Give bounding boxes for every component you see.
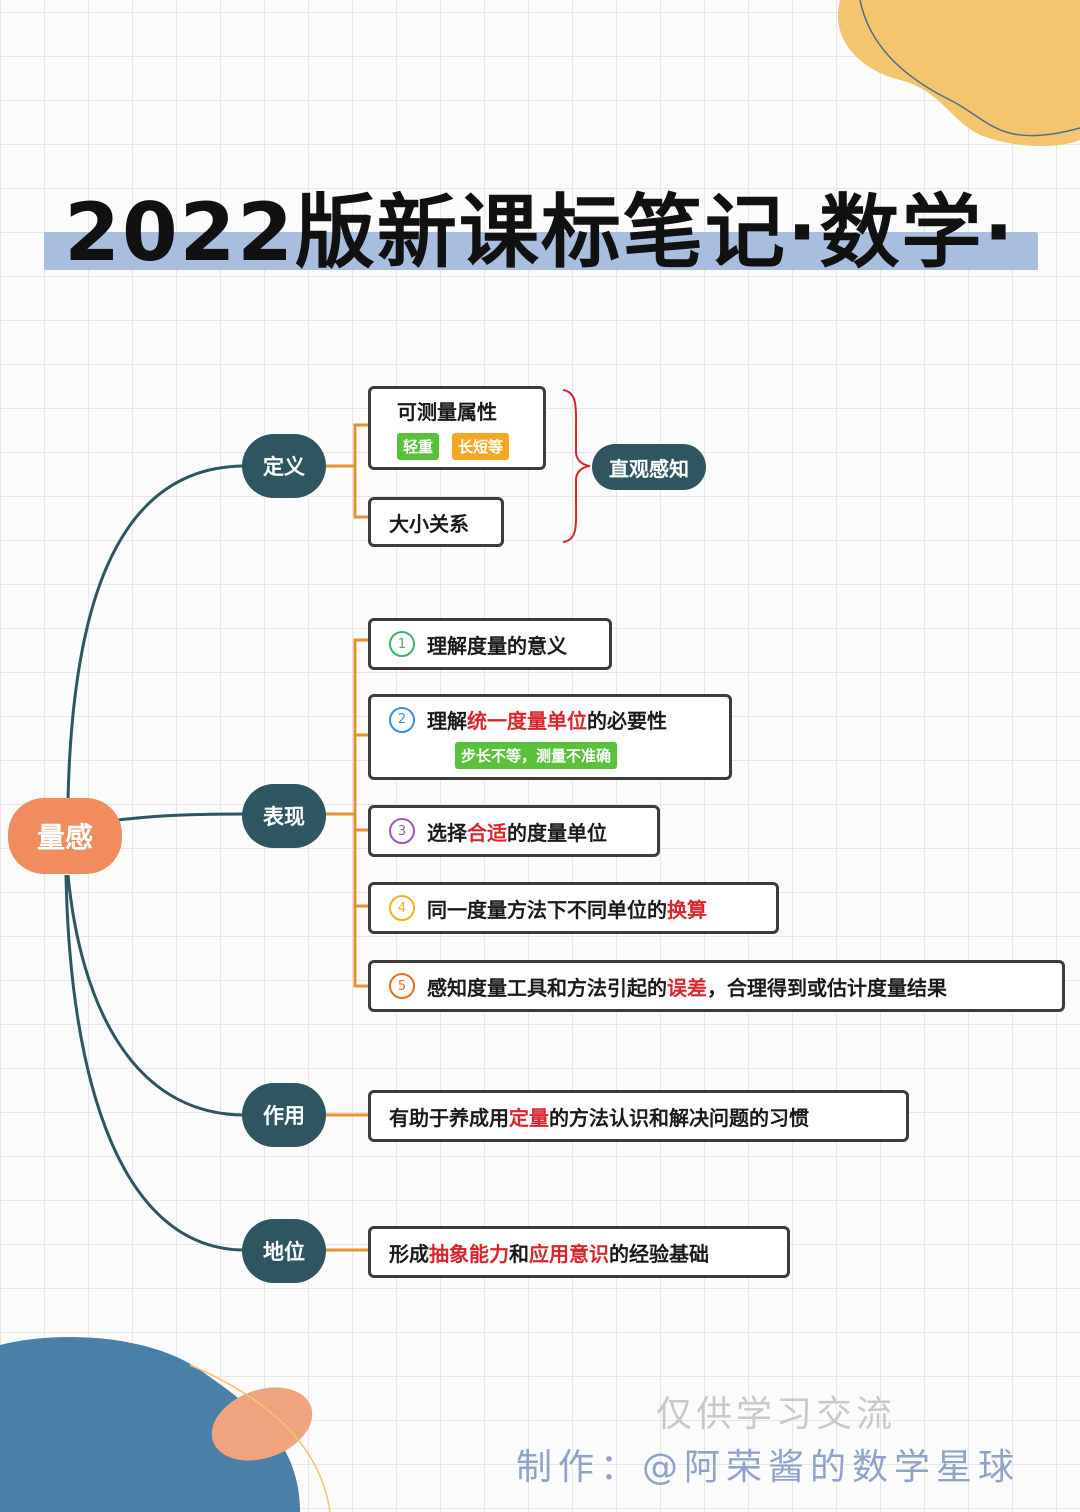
expression-item-5-highlight: 误差 xyxy=(667,975,707,1000)
expression-item-2: 2 理解统一度量单位的必要性 步长不等，测量不准确 xyxy=(368,694,732,780)
expression-item-2-pre: 理解 xyxy=(427,709,467,733)
root-node: 量感 xyxy=(8,798,122,874)
bottom-left-small-blob xyxy=(211,1387,313,1461)
branch-expression: 表现 xyxy=(242,784,326,848)
number-3-icon: 3 xyxy=(389,818,415,844)
expression-item-2-highlight: 统一度量单位 xyxy=(467,709,587,733)
expression-item-3-highlight: 合适 xyxy=(467,820,507,845)
connector-definition-bracket xyxy=(353,423,368,519)
bottom-left-curve xyxy=(189,1364,331,1512)
expression-item-4-highlight: 换算 xyxy=(667,897,707,922)
definition-item-measurable: 可测量属性 轻重 长短等 xyxy=(368,386,546,470)
expression-item-1-text: 理解度量的意义 xyxy=(427,633,567,658)
status-item-highlight-1: 抽象能力 xyxy=(429,1241,509,1266)
status-item: 形成抽象能力和应用意识的经验基础 xyxy=(368,1226,790,1278)
expression-item-4: 4 同一度量方法下不同单位的换算 xyxy=(368,882,779,934)
connector-root-definition xyxy=(66,464,246,801)
branch-status: 地位 xyxy=(242,1219,326,1283)
status-item-post: 的经验基础 xyxy=(609,1241,709,1266)
footer-note: 仅供学习交流 xyxy=(656,1394,897,1435)
connector-root-status xyxy=(64,874,246,1252)
summary-intuitive-perception: 直观感知 xyxy=(592,444,706,490)
summary-brace xyxy=(562,389,591,543)
tag-stride-inaccurate: 步长不等，测量不准确 xyxy=(455,742,618,769)
tag-weight: 轻重 xyxy=(397,433,440,460)
tag-length: 长短等 xyxy=(451,433,509,460)
status-item-mid: 和 xyxy=(509,1241,529,1266)
definition-tags: 轻重 长短等 xyxy=(397,433,509,460)
connector-root-expression xyxy=(117,812,246,822)
footer-credit: 制作：@阿荣酱的数学星球 xyxy=(516,1447,1021,1488)
number-2-icon: 2 xyxy=(389,706,415,733)
expression-item-3-post: 的度量单位 xyxy=(507,820,607,845)
definition-item-size-relation: 大小关系 xyxy=(368,497,504,547)
bottom-left-blob xyxy=(0,1337,300,1512)
expression-item-1: 1 理解度量的意义 xyxy=(368,618,612,670)
top-right-curve xyxy=(859,0,1080,137)
function-item-post: 的方法认识和解决问题的习惯 xyxy=(549,1105,809,1130)
top-right-blob xyxy=(838,0,1080,147)
expression-item-3: 3 选择合适的度量单位 xyxy=(368,805,660,857)
definition-item-measurable-label: 可测量属性 xyxy=(397,400,497,424)
expression-item-2-tag-row: 步长不等，测量不准确 xyxy=(455,742,618,769)
expression-item-2-row: 2 理解统一度量单位的必要性 xyxy=(389,705,667,734)
expression-item-3-pre: 选择 xyxy=(427,820,467,845)
title-highlight-bar xyxy=(44,232,1038,270)
number-4-icon: 4 xyxy=(389,895,415,921)
expression-item-5-pre: 感知度量工具和方法引起的 xyxy=(427,975,667,1000)
number-1-icon: 1 xyxy=(389,631,415,657)
page-title: 2022版新课标笔记·数学· xyxy=(64,186,1016,279)
function-item: 有助于养成用定量的方法认识和解决问题的习惯 xyxy=(368,1090,909,1142)
status-item-pre: 形成 xyxy=(389,1241,429,1266)
number-5-icon: 5 xyxy=(389,973,415,999)
branch-definition: 定义 xyxy=(242,434,326,498)
expression-item-4-pre: 同一度量方法下不同单位的 xyxy=(427,897,667,922)
function-item-pre: 有助于养成用 xyxy=(389,1105,509,1130)
status-item-highlight-2: 应用意识 xyxy=(529,1241,609,1266)
function-item-highlight: 定量 xyxy=(509,1105,549,1130)
connector-root-function xyxy=(66,874,246,1117)
expression-item-5-post: ，合理得到或估计度量结果 xyxy=(707,975,947,1000)
expression-item-5: 5 感知度量工具和方法引起的误差，合理得到或估计度量结果 xyxy=(368,960,1065,1012)
connector-expression-bracket xyxy=(353,638,368,988)
branch-function: 作用 xyxy=(242,1083,326,1147)
expression-item-2-post: 的必要性 xyxy=(587,709,667,733)
